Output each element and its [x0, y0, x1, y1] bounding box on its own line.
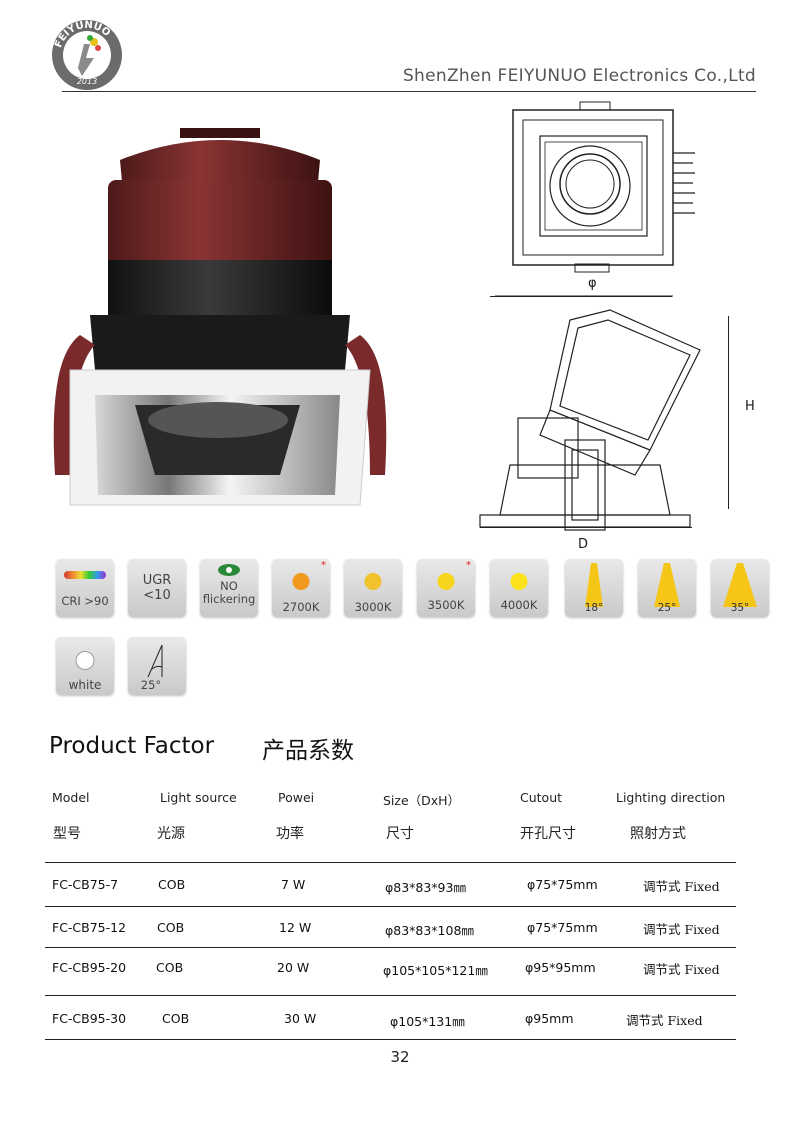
diameter-label: φ: [588, 276, 597, 291]
col-header-power: Powei: [278, 790, 315, 805]
height-dimension-line: [728, 316, 729, 509]
header-divider: [62, 91, 756, 92]
depth-label: D: [578, 537, 589, 552]
page-number: 32: [390, 1048, 410, 1066]
white-finish-icon: white: [56, 637, 114, 695]
height-label: H: [745, 399, 755, 414]
cct-3000k-icon: 3000K: [344, 559, 402, 617]
beam-18-icon: 18°: [565, 559, 623, 617]
col-header-size-cn: 尺寸: [386, 826, 414, 842]
beam-25-icon: 25°: [638, 559, 696, 617]
top-view-drawing: [492, 98, 705, 298]
table-rule: [45, 906, 736, 907]
col-header-light-source-cn: 光源: [157, 826, 185, 842]
ugr-icon: UGR <10: [128, 559, 186, 617]
cct-3500k-icon: * 3500K: [417, 559, 475, 617]
col-header-lighting-direction: Lighting direction: [616, 790, 726, 805]
col-header-cutout-cn: 开孔尺寸: [520, 826, 576, 842]
side-view-drawing: [470, 300, 770, 560]
col-header-power-cn: 功率: [276, 826, 304, 842]
depth-dimension-line: [480, 527, 692, 528]
logo-year: 2013: [77, 77, 97, 86]
company-name: ShenZhen FEIYUNUO Electronics Co.,Ltd: [402, 66, 756, 86]
section-title-cn: 产品系数: [262, 738, 354, 764]
col-header-model-cn: 型号: [53, 826, 81, 842]
cct-4000k-icon: 4000K: [490, 559, 548, 617]
company-logo: FEIYUNUO 2013: [50, 18, 124, 92]
table-rule: [45, 862, 736, 863]
table-rule: [45, 995, 736, 996]
col-header-model: Model: [52, 790, 90, 805]
col-header-size: Size（DxH）: [383, 793, 461, 808]
tilt-angle-icon: 25°: [128, 637, 186, 695]
cct-2700k-icon: * 2700K: [272, 559, 330, 617]
table-rule: [45, 1039, 736, 1040]
cri-icon: CRI >90: [56, 559, 114, 617]
col-header-light-source: Light source: [160, 790, 237, 805]
col-header-cutout: Cutout: [520, 790, 563, 805]
section-title: Product Factor: [49, 733, 215, 759]
beam-35-icon: 35°: [711, 559, 769, 617]
table-rule: [45, 947, 736, 948]
no-flicker-icon: NO flickering: [200, 559, 258, 617]
col-header-lighting-direction-cn: 照射方式: [630, 826, 686, 842]
product-photo: [40, 120, 400, 520]
diameter-dimension-line: [490, 296, 672, 297]
